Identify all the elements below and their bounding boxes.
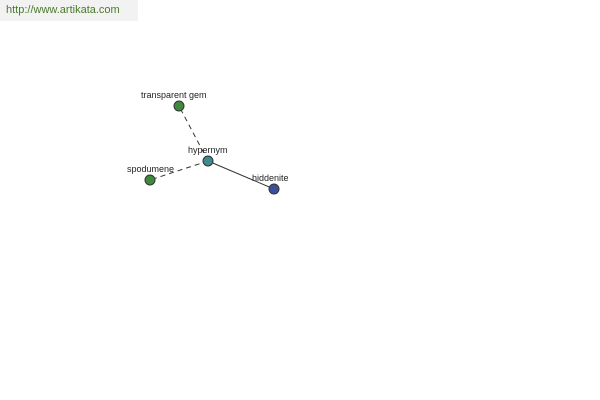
label-spodumene: spodumene (127, 164, 174, 174)
edge-hypernym-spodumene (149, 160, 209, 181)
edge-hypernym-hiddenite (207, 160, 275, 190)
watermark-url: http://www.artikata.com (0, 0, 138, 21)
edge-hypernym-transparent-gem (178, 105, 209, 162)
node-hypernym[interactable] (202, 155, 214, 167)
node-spodumene[interactable] (144, 174, 156, 186)
node-transparent-gem[interactable] (173, 100, 185, 112)
label-hypernym: hypernym (188, 145, 228, 155)
label-hiddenite: hiddenite (252, 173, 289, 183)
node-hiddenite[interactable] (268, 183, 280, 195)
label-transparent-gem: transparent gem (141, 90, 207, 100)
